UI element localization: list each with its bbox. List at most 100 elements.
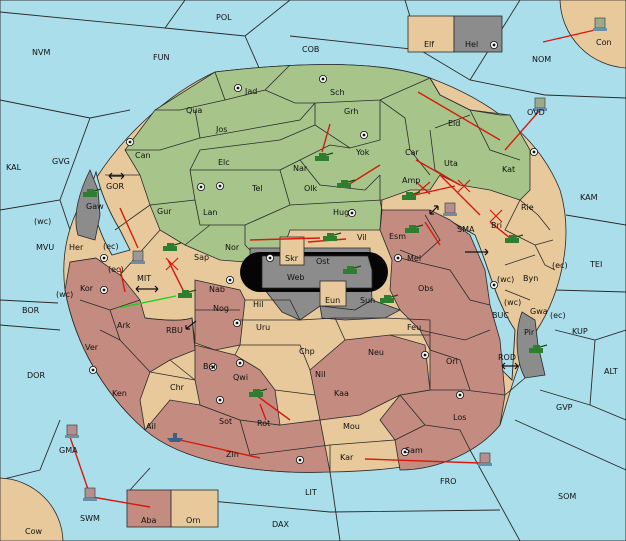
- label-qua: Qua: [186, 106, 202, 115]
- province-cow[interactable]: [0, 477, 64, 541]
- label-tei: TEI: [589, 260, 602, 269]
- fleet-ship-icon: [533, 97, 547, 111]
- coast-kor-wc: (wc): [56, 290, 73, 299]
- label-mvu: MVU: [36, 243, 54, 252]
- army-tank-icon: [402, 191, 421, 200]
- label-lit: LIT: [305, 488, 317, 497]
- label-her: Her: [69, 243, 84, 252]
- label-rie: Rie: [521, 203, 534, 212]
- label-elc: Elc: [218, 158, 230, 167]
- province-eun[interactable]: [319, 280, 347, 307]
- label-cow: Cow: [25, 527, 42, 536]
- region-rose-west: [64, 257, 196, 432]
- label-jad: Jad: [244, 87, 257, 96]
- label-som: SOM: [558, 492, 576, 501]
- label-elf: Elf: [424, 40, 434, 49]
- label-feu: Feu: [407, 323, 421, 332]
- coast-gwa-ec: (ec): [550, 311, 566, 320]
- label-byn: Byn: [523, 274, 538, 283]
- province-gaw[interactable]: [75, 169, 101, 241]
- label-nog: Nog: [213, 304, 229, 313]
- cut-marks: [165, 179, 503, 271]
- label-alt: ALT: [604, 367, 618, 376]
- sea-labels: POL NVM FUN COB NOM Con Elf Hel KAL GVG …: [6, 13, 618, 536]
- province-orn[interactable]: [170, 489, 219, 528]
- coast-kor-ec: (ec): [108, 265, 124, 274]
- label-olk: Olk: [304, 184, 318, 193]
- label-nil: Nil: [315, 370, 325, 379]
- label-neu: Neu: [368, 348, 384, 357]
- fleet-ship-icon: [443, 202, 457, 216]
- label-dor: DOR: [27, 371, 45, 380]
- label-hug: Hug: [333, 208, 349, 217]
- label-swm: SWM: [80, 514, 100, 523]
- label-kor: Kor: [80, 284, 94, 293]
- label-gaw: Gaw: [86, 202, 104, 211]
- label-chr: Chr: [170, 383, 185, 392]
- province-skr[interactable]: [279, 236, 305, 266]
- supply-centers: [89, 41, 538, 464]
- label-pol: POL: [216, 13, 232, 22]
- fleet-ship-icon: [478, 452, 492, 466]
- label-esm: Esm: [389, 232, 406, 241]
- label-gor: GOR: [106, 182, 124, 191]
- fleet-ship-icon: [167, 433, 183, 442]
- coast-markers: (wc) (ec) (ec) (wc) (ec) (wc) (wc) (ec): [34, 217, 568, 320]
- label-gvg: GVG: [52, 157, 70, 166]
- label-can: Can: [135, 151, 151, 160]
- army-tank-icon: [405, 224, 424, 233]
- label-gma: GMA: [59, 446, 78, 455]
- label-sot: Sot: [219, 417, 232, 426]
- label-buc: BUC: [492, 311, 509, 320]
- coast-gwa-wc: (wc): [504, 298, 521, 307]
- fleet-ship-icon: [83, 487, 97, 501]
- label-nom: NOM: [532, 55, 551, 64]
- army-tank-icon: [315, 152, 334, 161]
- province-con[interactable]: [559, 0, 626, 69]
- coast-her-ec: (ec): [103, 242, 119, 251]
- black-arrows: [108, 172, 519, 370]
- label-dax: DAX: [272, 520, 289, 529]
- army-tank-icon: [83, 188, 102, 197]
- region-rose-east: [379, 209, 506, 471]
- label-rbu: RBU: [166, 326, 183, 335]
- coast-her-wc: (wc): [34, 217, 51, 226]
- label-gur: Gur: [157, 207, 172, 216]
- order-arrows: [69, 29, 596, 508]
- label-tel: Tel: [251, 184, 263, 193]
- label-rot: Rot: [257, 419, 270, 428]
- label-mel: Mel: [407, 254, 421, 263]
- label-con: Con: [596, 38, 612, 47]
- province-pir[interactable]: [516, 311, 546, 379]
- label-ken: Ken: [112, 389, 127, 398]
- label-hel: Hel: [465, 40, 478, 49]
- label-kat: Kat: [502, 165, 515, 174]
- label-fun: FUN: [153, 53, 169, 62]
- label-eun: Eun: [325, 296, 340, 305]
- label-aba: Aba: [141, 516, 157, 525]
- coast-byn-ec: (ec): [552, 261, 568, 270]
- label-nvm: NVM: [32, 48, 50, 57]
- army-tank-icon: [380, 294, 399, 303]
- label-pir: Pir: [524, 328, 535, 337]
- region-rose-kaa: [309, 334, 431, 421]
- label-hil: Hil: [253, 300, 263, 309]
- label-sma: SMA: [457, 225, 475, 234]
- fleet-ship-icon: [593, 17, 607, 31]
- label-kup: KUP: [572, 327, 588, 336]
- label-sap: Sap: [194, 253, 209, 262]
- label-gwa: Gwa: [530, 307, 548, 316]
- label-cob: COB: [302, 45, 319, 54]
- label-yok: Yok: [355, 148, 370, 157]
- label-bri: Bri: [491, 221, 502, 230]
- label-orl: Orl: [446, 357, 458, 366]
- army-tank-icon: [343, 265, 362, 274]
- label-jos: Jos: [215, 125, 227, 134]
- label-nor: Nor: [225, 243, 240, 252]
- label-lan: Lan: [203, 208, 217, 217]
- label-uru: Uru: [256, 323, 270, 332]
- label-zin: Zin: [226, 450, 239, 459]
- label-uta: Uta: [444, 159, 458, 168]
- province-aba[interactable]: [126, 489, 172, 528]
- province-elf[interactable]: [407, 15, 455, 53]
